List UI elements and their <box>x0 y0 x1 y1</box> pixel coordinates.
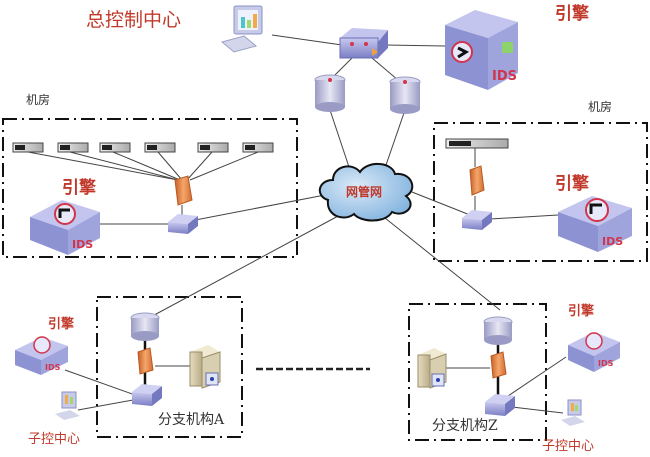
router-icon <box>389 76 421 114</box>
rack-server-group <box>12 142 274 153</box>
rack-server-icon <box>242 142 274 153</box>
ids-engine-icon: IDS <box>568 332 620 372</box>
rack-server-icon <box>57 142 89 153</box>
engine-label-left-room: 引擎 <box>62 178 96 198</box>
room-right-border <box>433 122 648 262</box>
rack-server-icon <box>99 142 131 153</box>
rack-server-icon <box>144 142 176 153</box>
server-icon <box>189 345 221 389</box>
sub-control-label-a: 子控中心 <box>28 432 81 447</box>
network-cloud-icon <box>318 163 414 222</box>
rack-server-icon <box>12 142 44 153</box>
ids-engine-icon: IDS <box>558 196 632 252</box>
ids-engine-icon: IDS <box>30 200 100 255</box>
room-right-label: 机房 <box>588 100 613 114</box>
sub-control-monitor-icon <box>561 399 585 426</box>
ids-engine-icon: IDS <box>445 10 518 90</box>
ids-text: IDS <box>45 363 61 372</box>
router-icon <box>483 316 513 345</box>
ids-text: IDS <box>72 238 93 251</box>
firewall-icon <box>469 165 485 196</box>
engine-label-right-room: 引擎 <box>555 174 589 194</box>
ids-text: IDS <box>602 235 623 248</box>
control-center-monitor-icon <box>220 5 263 53</box>
branch-a-border <box>96 296 243 438</box>
room-left-label: 机房 <box>26 93 51 107</box>
ids-text: IDS <box>492 69 517 84</box>
room-left-border <box>2 118 298 258</box>
engine-label-main: 引擎 <box>555 4 589 24</box>
sub-control-monitor-icon <box>55 391 80 420</box>
router-icon <box>130 312 160 341</box>
switch-icon <box>462 210 492 230</box>
firewall-icon <box>174 175 193 206</box>
branch-a-label: 分支机构A <box>158 412 225 428</box>
ids-engine-icon: IDS <box>15 336 68 375</box>
network-cloud-label: 网管网 <box>346 185 383 199</box>
sub-control-label-z: 子控中心 <box>542 439 595 454</box>
core-switch-icon <box>339 28 388 59</box>
server-icon <box>417 348 447 389</box>
branch-z-label: 分支机构Z <box>432 418 498 434</box>
router-icon <box>314 74 346 112</box>
control-center-title: 总控制中心 <box>86 9 182 31</box>
switch-icon <box>485 394 515 416</box>
switch-icon <box>168 214 198 234</box>
branch-z-border <box>408 303 547 441</box>
firewall-icon <box>137 347 154 375</box>
switch-icon <box>132 384 162 406</box>
firewall-icon <box>490 351 507 379</box>
engine-label-branch-a: 引擎 <box>48 317 75 332</box>
engine-label-branch-z: 引擎 <box>568 304 595 319</box>
rack-server-icon <box>197 142 229 153</box>
rack-server-icon <box>445 138 509 149</box>
ids-text: IDS <box>598 359 614 368</box>
